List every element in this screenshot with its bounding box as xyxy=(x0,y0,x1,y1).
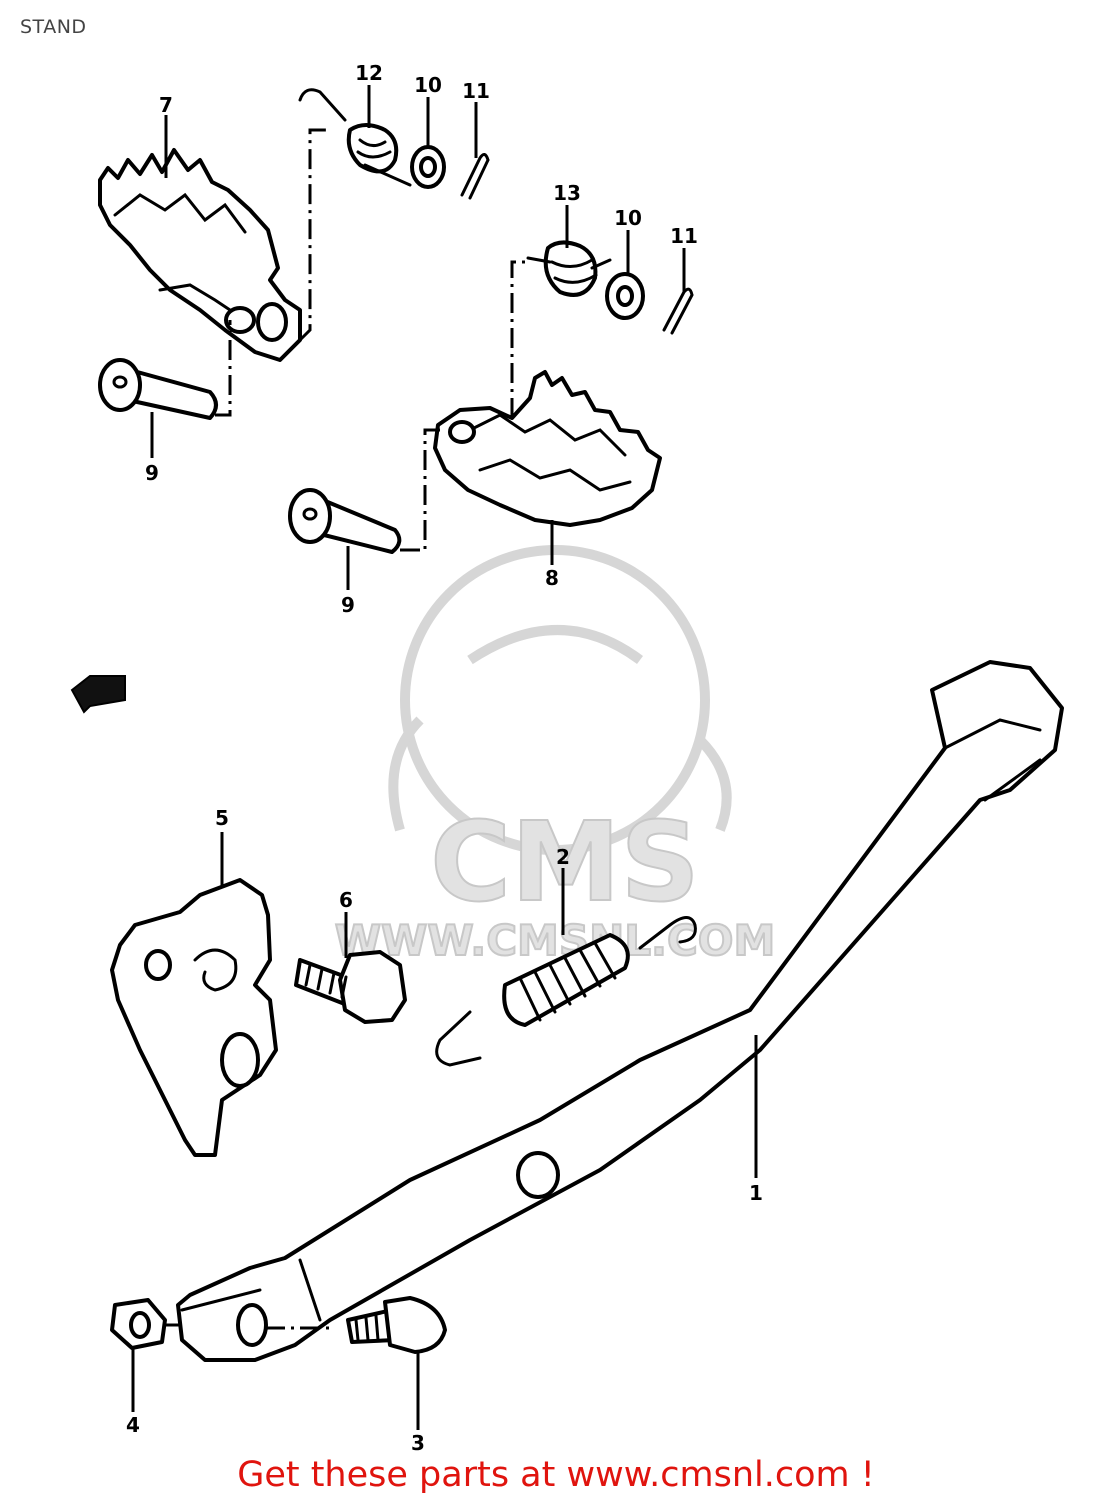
callout-11-right: 11 xyxy=(670,224,698,248)
spring-12-part xyxy=(298,88,412,187)
callout-9-middle: 9 xyxy=(341,593,355,617)
watermark-figure xyxy=(388,625,732,832)
callout-5: 5 xyxy=(215,806,229,830)
footrest-left-body xyxy=(433,370,662,527)
assembly-line-spring12 xyxy=(298,128,330,342)
side-stand-part xyxy=(176,660,1064,1362)
assembly-line-pin9-middle xyxy=(400,428,440,552)
pin-9-left-hole xyxy=(112,375,128,389)
bracket-hole-1 xyxy=(144,949,172,981)
pin-9-middle xyxy=(288,488,402,554)
spring-12-hook xyxy=(298,88,347,122)
bracket-hole-2 xyxy=(220,1032,260,1088)
footrest-right-teeth xyxy=(113,192,247,234)
page-title: STAND xyxy=(20,16,87,38)
spring-13-part xyxy=(526,240,612,297)
spring-12-coil xyxy=(346,123,399,174)
bracket-hook xyxy=(193,948,238,992)
pin-9-left xyxy=(98,358,218,420)
cotter-pin-11-right xyxy=(662,287,694,335)
assembly-line-spring13 xyxy=(510,260,530,418)
cms-watermark: CMS WWW.CMSNL.COM xyxy=(334,545,776,966)
nut-4-hole xyxy=(129,1311,151,1339)
callout-6: 6 xyxy=(339,888,353,912)
callout-2: 2 xyxy=(556,845,570,869)
bolt-3-part xyxy=(346,1296,447,1354)
footrest-right-part xyxy=(98,148,302,362)
pin-9-middle-shaft xyxy=(310,496,402,554)
footrest-right-hole xyxy=(224,306,256,334)
watermark-brand: CMS xyxy=(430,798,699,926)
callout-13: 13 xyxy=(553,181,581,205)
bolt-6-threads xyxy=(304,963,348,999)
spring-2-part xyxy=(435,916,697,1067)
footrest-left-hole xyxy=(448,420,476,444)
pin-9-middle-hole xyxy=(302,507,318,521)
cotter-pin-11-top xyxy=(460,153,490,200)
side-stand-edges xyxy=(180,718,1042,1322)
side-stand-pivot-hole xyxy=(236,1303,268,1347)
pin-9-left-head xyxy=(98,358,142,412)
callout-11-top: 11 xyxy=(462,79,490,103)
callout-9-left: 9 xyxy=(145,461,159,485)
bolt-6-head xyxy=(338,950,407,1024)
washer-10-top-hole xyxy=(419,156,437,178)
assembly-line-pin9-left xyxy=(215,320,232,417)
spring-2-coil xyxy=(502,933,630,1027)
bracket-part xyxy=(110,878,278,1157)
bolt-6-part xyxy=(294,950,407,1024)
callout-8: 8 xyxy=(545,566,559,590)
front-direction-arrow-icon xyxy=(70,675,126,714)
footrest-right-slot xyxy=(158,283,232,312)
footer-cta-link[interactable]: Get these parts at www.cmsnl.com ! xyxy=(237,1455,875,1495)
watermark-circle xyxy=(400,545,710,855)
washer-10-right-hole xyxy=(616,285,634,307)
callout-7: 7 xyxy=(159,93,173,117)
callout-10-right: 10 xyxy=(614,206,642,230)
spring-13-turns xyxy=(526,256,612,284)
assembly-line-pivot xyxy=(165,1323,330,1330)
watermark-url: WWW.CMSNL.COM xyxy=(335,916,776,965)
spring-12-turns xyxy=(356,138,412,187)
bolt-3-threads xyxy=(354,1314,380,1342)
callout-4: 4 xyxy=(126,1413,140,1437)
spring-13-coil xyxy=(543,240,598,297)
bracket-body xyxy=(110,878,278,1157)
nut-4-part xyxy=(110,1298,167,1350)
pin-9-left-shaft xyxy=(126,368,218,420)
callout-12: 12 xyxy=(355,61,383,85)
footrest-right-boss xyxy=(256,302,288,342)
spring-2-hook-right xyxy=(638,916,697,950)
footrest-left-teeth xyxy=(468,413,632,492)
callout-10-top: 10 xyxy=(414,73,442,97)
footrest-left-part xyxy=(433,370,662,527)
callout-1: 1 xyxy=(749,1181,763,1205)
callout-3: 3 xyxy=(411,1431,425,1455)
spring-2-hook-left xyxy=(435,1010,482,1067)
side-stand-body xyxy=(176,660,1064,1362)
pin-9-middle-head xyxy=(288,488,332,544)
bolt-3-head xyxy=(383,1296,447,1354)
spring-2-turns xyxy=(518,941,617,1022)
side-stand-stopper xyxy=(516,1151,560,1199)
